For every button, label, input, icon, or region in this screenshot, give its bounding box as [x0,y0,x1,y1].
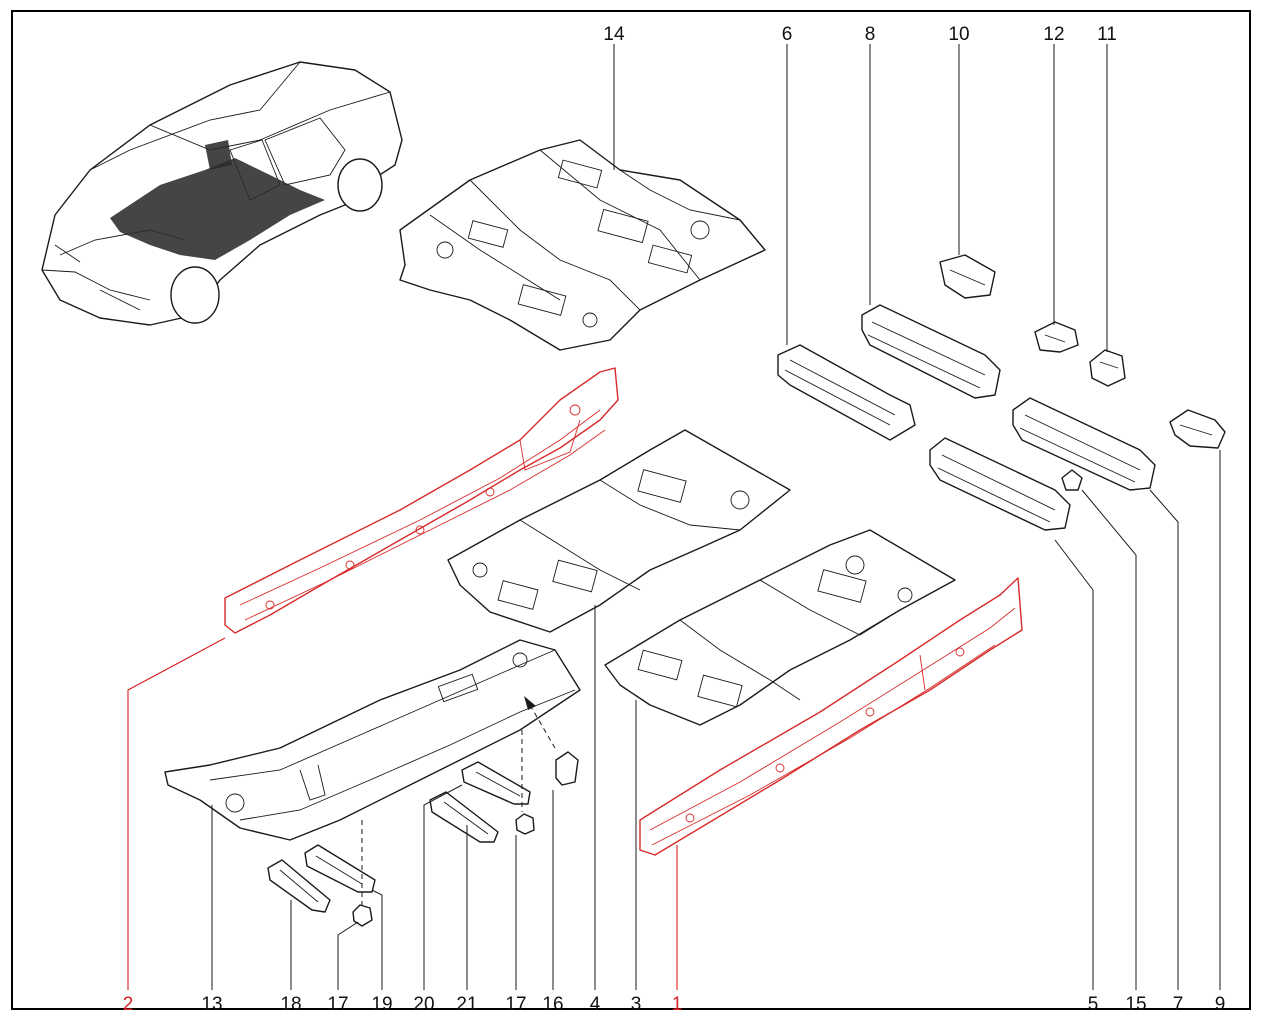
callout-19: 19 [371,994,392,1015]
callout-18: 18 [280,994,301,1015]
part-3-floor-panel [604,529,956,726]
part-2-left-sill [224,367,619,634]
part-14-floor-assembly [399,139,766,351]
callout-10: 10 [948,24,969,45]
callout-11: 11 [1097,24,1117,45]
part-18-bracket [267,859,331,913]
part-5-cross-member [929,437,1071,531]
callout-2: 2 [123,994,134,1015]
diagram-frame [11,10,1251,1010]
part-16-clip [555,751,579,786]
part-11-bracket [1089,349,1126,387]
part-8-cross-member [861,304,1001,399]
callout-16: 16 [542,994,563,1015]
callout-17-a: 17 [327,994,348,1015]
arrow-16-icon [524,696,536,710]
callout-13: 13 [201,994,222,1015]
callout-4: 4 [590,994,601,1015]
part-17-nut-a [352,904,373,927]
part-17-nut-b [515,813,535,835]
callout-5: 5 [1088,994,1099,1015]
callout-7: 7 [1173,994,1184,1015]
part-15-clip [1061,469,1083,491]
callout-1: 1 [672,994,683,1015]
callout-15: 15 [1125,994,1146,1015]
part-12-bracket [1034,321,1079,353]
part-9-bracket [1169,409,1226,449]
callout-3: 3 [631,994,642,1015]
callout-12: 12 [1043,24,1064,45]
part-13-floor-tunnel [164,639,581,841]
part-7-cross-member [1012,397,1156,491]
part-21-bracket [429,791,499,843]
car-overview-illustration [41,61,403,326]
leader-lines [127,44,1221,990]
callout-14: 14 [603,24,625,45]
callout-17-b: 17 [505,994,526,1015]
part-6-cross-member [777,344,916,441]
callout-6: 6 [782,24,793,45]
part-4-floor-panel [447,429,791,633]
part-1-right-sill [639,577,1023,856]
part-19-bracket [304,844,376,893]
callout-8: 8 [865,24,876,45]
callout-labels: 14 6 8 10 12 11 2 13 18 17 19 20 21 17 1… [123,24,1226,1015]
callout-9: 9 [1215,994,1226,1015]
callout-20: 20 [413,994,434,1015]
part-10-bracket [939,254,996,299]
callout-21: 21 [456,994,477,1015]
part-20-bracket [461,761,531,805]
